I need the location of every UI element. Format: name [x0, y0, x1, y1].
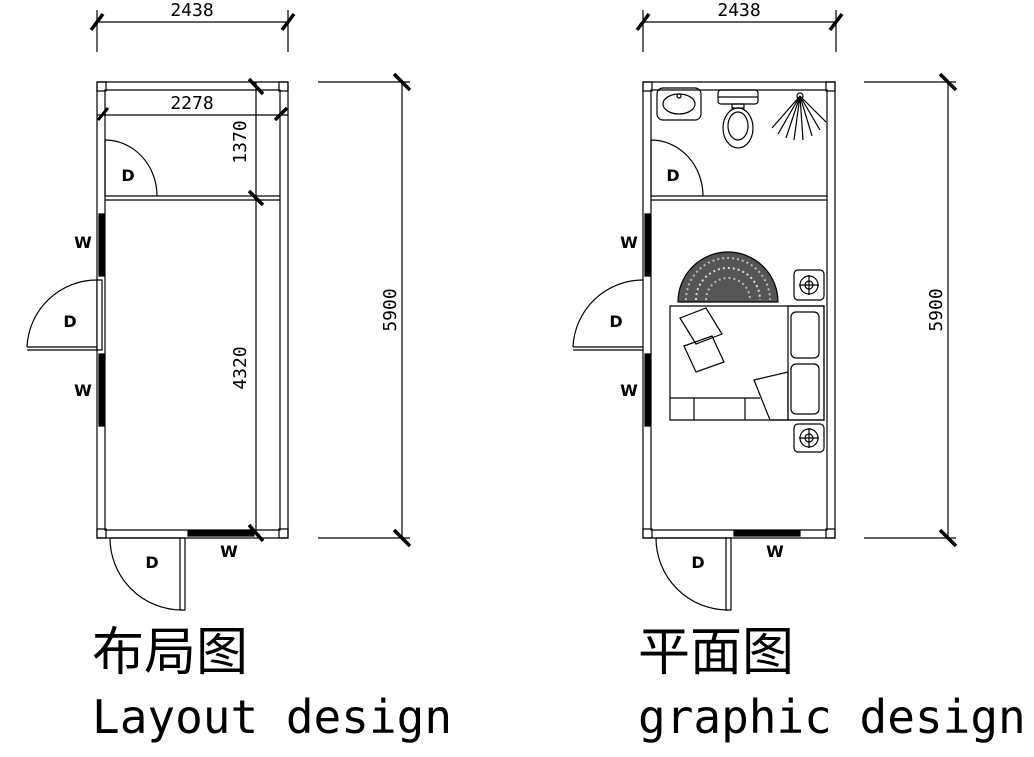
left-dim-inner-width: 2278 — [97, 93, 288, 120]
left-dim-overall-length: 5900 — [318, 74, 410, 546]
left-side-window-lower-label: W — [74, 381, 92, 400]
left-floor-plan: 2438 2278 1370 4320 — [27, 0, 410, 610]
left-corner-post — [97, 529, 106, 538]
right-side-door-label: D — [609, 312, 622, 331]
left-side-window-upper: W — [74, 214, 104, 276]
toilet-icon — [718, 90, 758, 148]
left-bottom-door: D — [110, 538, 185, 610]
right-inner-wall — [651, 90, 827, 530]
left-side-window-upper-label: W — [74, 233, 92, 252]
right-side-window-lower-label: W — [620, 381, 638, 400]
left-dim-overall-length-label: 5900 — [380, 288, 401, 331]
bed-icon — [670, 306, 824, 420]
left-side-door: D — [27, 280, 102, 350]
left-dim-bathroom-depth: 1370 — [230, 79, 263, 205]
right-dim-overall-length: 5900 — [864, 74, 956, 546]
left-bottom-window: W — [188, 531, 254, 561]
left-caption-cn: 布局图 — [92, 623, 248, 683]
right-outer-wall — [643, 82, 835, 538]
right-bathroom-door: D — [651, 140, 703, 196]
right-bottom-door-label: D — [691, 553, 704, 572]
left-bottom-door-label: D — [145, 553, 158, 572]
right-bottom-door: D — [656, 538, 731, 610]
left-bathroom-door-label: D — [121, 166, 134, 185]
right-corner-post — [643, 529, 652, 538]
left-dim-overall-width: 2438 — [91, 0, 294, 52]
right-caption-cn: 平面图 — [638, 623, 794, 683]
right-bathroom-door-label: D — [666, 166, 679, 185]
right-side-window-lower: W — [620, 354, 650, 426]
left-dim-bathroom-depth-label: 1370 — [230, 120, 251, 163]
left-dim-inner-width-label: 2278 — [170, 93, 213, 114]
right-bottom-window-label: W — [766, 542, 784, 561]
right-caption-en: graphic design — [638, 690, 1026, 744]
left-dim-overall-width-label: 2438 — [170, 0, 213, 21]
right-corner-post — [643, 82, 652, 91]
right-side-door: D — [573, 280, 643, 350]
left-bathroom-door: D — [105, 140, 157, 196]
right-dim-overall-length-label: 5900 — [926, 288, 947, 331]
right-bottom-window: W — [734, 531, 800, 561]
left-corner-post — [279, 82, 288, 91]
left-dim-room-depth-label: 4320 — [230, 346, 251, 389]
right-corner-post — [826, 529, 835, 538]
rug-icon — [678, 252, 778, 302]
shower-icon — [772, 93, 826, 140]
right-side-window-upper: W — [620, 214, 650, 276]
left-caption-en: Layout design — [92, 690, 452, 744]
nightstand-lamp-icon — [794, 424, 824, 452]
right-corner-post — [826, 82, 835, 91]
left-corner-post — [279, 529, 288, 538]
left-side-door-label: D — [63, 312, 76, 331]
left-inner-wall — [105, 90, 280, 530]
left-side-window-lower: W — [74, 354, 104, 426]
left-dim-room-depth: 4320 — [230, 200, 263, 541]
left-corner-post — [97, 82, 106, 91]
left-outer-wall — [97, 82, 288, 538]
right-dim-overall-width-label: 2438 — [717, 0, 760, 21]
nightstand-lamp-icon — [794, 270, 824, 300]
right-side-window-upper-label: W — [620, 233, 638, 252]
sink-icon — [657, 88, 701, 120]
right-dim-overall-width: 2438 — [637, 0, 842, 52]
right-floor-plan: 2438 — [573, 0, 956, 610]
left-bottom-window-label: W — [220, 542, 238, 561]
